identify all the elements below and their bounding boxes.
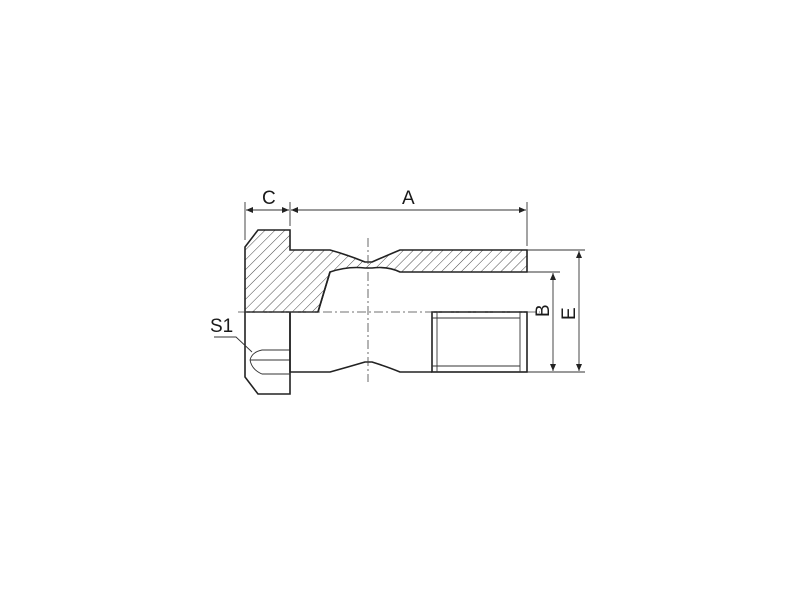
dimension-s1: S1 [210,316,253,353]
hex-head [244,312,291,395]
dim-label-s1: S1 [210,316,233,337]
shank [289,312,432,373]
dim-label-a: A [402,188,415,209]
section-view-upper [244,229,528,313]
dim-label-b: B [533,304,554,317]
dim-label-e: E [559,307,580,320]
hatched-section [244,229,528,313]
dim-label-c: C [262,188,276,209]
dimension-right: B E [527,249,585,373]
thread [431,311,528,373]
outside-view-lower [244,311,528,395]
dimension-top: C A [244,188,528,246]
